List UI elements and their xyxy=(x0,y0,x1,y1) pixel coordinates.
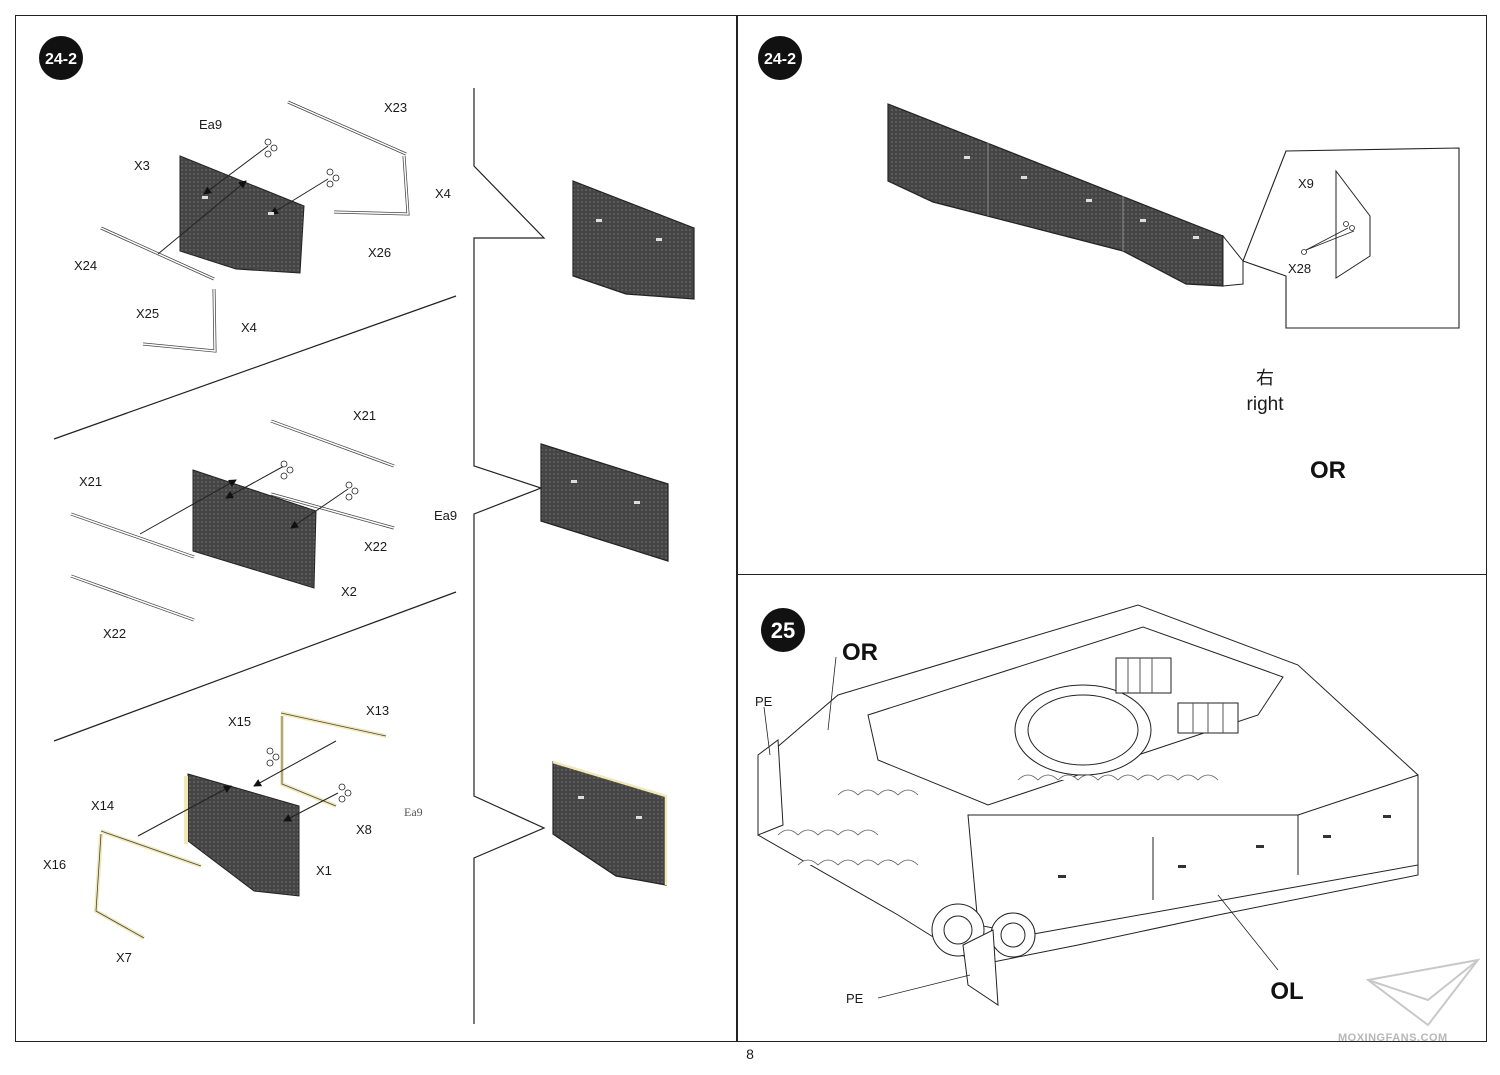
part-label-x15: X15 xyxy=(228,714,251,729)
part-label-x28: X28 xyxy=(1288,261,1311,276)
svg-text:25: 25 xyxy=(771,618,795,643)
part-label-x24: X24 xyxy=(74,258,97,273)
part-label-x8: X8 xyxy=(356,822,372,837)
watermark-text: MOXINGFANS.COM xyxy=(1338,1032,1448,1044)
part-label-x21: X21 xyxy=(353,408,376,423)
step-badge: 24-2 xyxy=(39,36,83,80)
part-label-x14: X14 xyxy=(91,798,114,813)
part-label-x26: X26 xyxy=(368,245,391,260)
left-diagram: 24-2 Ea9 X23 X3 X4 X26 X24 X25 X4 xyxy=(39,36,695,1024)
step-badge: 25 xyxy=(761,608,805,652)
part-label-x2: X2 xyxy=(341,584,357,599)
right-top-panel: 24-2 X9 X28 右 right OR xyxy=(737,15,1487,575)
part-label-pe-bottom: PE xyxy=(846,991,864,1006)
section-b-exploded xyxy=(70,419,395,622)
detail-callout xyxy=(1242,147,1460,329)
step-badge: 24-2 xyxy=(758,36,802,80)
section-a-exploded xyxy=(100,100,410,353)
or-label: OR xyxy=(842,639,878,666)
callout-line xyxy=(473,88,546,1024)
ol-label: OL xyxy=(1270,978,1303,1005)
section-divider xyxy=(53,295,457,440)
page-number: 8 xyxy=(746,1046,754,1062)
section-divider xyxy=(53,591,457,742)
part-label-x22-lower: X22 xyxy=(103,626,126,641)
part-label-ea9: Ea9 xyxy=(199,117,222,132)
svg-text:24-2: 24-2 xyxy=(764,51,796,68)
part-label-x4-lower: X4 xyxy=(241,320,257,335)
part-label-x13: X13 xyxy=(366,703,389,718)
assembled-plate-c xyxy=(552,761,667,886)
part-label-x23: X23 xyxy=(384,100,407,115)
right-bottom-panel: 25 OR PE PE OL xyxy=(737,574,1487,1042)
assembled-plate-b xyxy=(540,443,669,562)
side-label-english: right xyxy=(1247,394,1285,415)
svg-text:24-2: 24-2 xyxy=(45,51,77,68)
part-label-x16: X16 xyxy=(43,857,66,872)
section-c-exploded xyxy=(93,711,387,940)
part-label-x1: X1 xyxy=(316,863,332,878)
assembled-plate-a xyxy=(572,180,695,300)
part-label-x25: X25 xyxy=(136,306,159,321)
left-panel: 24-2 Ea9 X23 X3 X4 X26 X24 X25 X4 xyxy=(15,15,737,1042)
side-label-chinese: 右 xyxy=(1256,368,1274,389)
tank-hull-drawing xyxy=(757,604,1419,1006)
part-label-pe-top: PE xyxy=(755,694,773,709)
paper-plane-icon xyxy=(1365,958,1481,1027)
or-label: OR xyxy=(1310,457,1346,484)
mesh-plate xyxy=(179,155,305,274)
part-label-x9: X9 xyxy=(1298,176,1314,191)
right-top-diagram: 24-2 X9 X28 右 right OR xyxy=(758,36,1460,484)
part-label-x21-left: X21 xyxy=(79,474,102,489)
part-label-ea9: Ea9 xyxy=(434,508,457,523)
part-label-x4: X4 xyxy=(435,186,451,201)
part-label-x3: X3 xyxy=(134,158,150,173)
right-bottom-diagram: 25 OR PE PE OL xyxy=(755,604,1481,1027)
part-label-ea9: Ea9 xyxy=(404,805,423,819)
part-label-x22: X22 xyxy=(364,539,387,554)
side-skirt-right xyxy=(887,103,1244,287)
part-label-x7: X7 xyxy=(116,950,132,965)
